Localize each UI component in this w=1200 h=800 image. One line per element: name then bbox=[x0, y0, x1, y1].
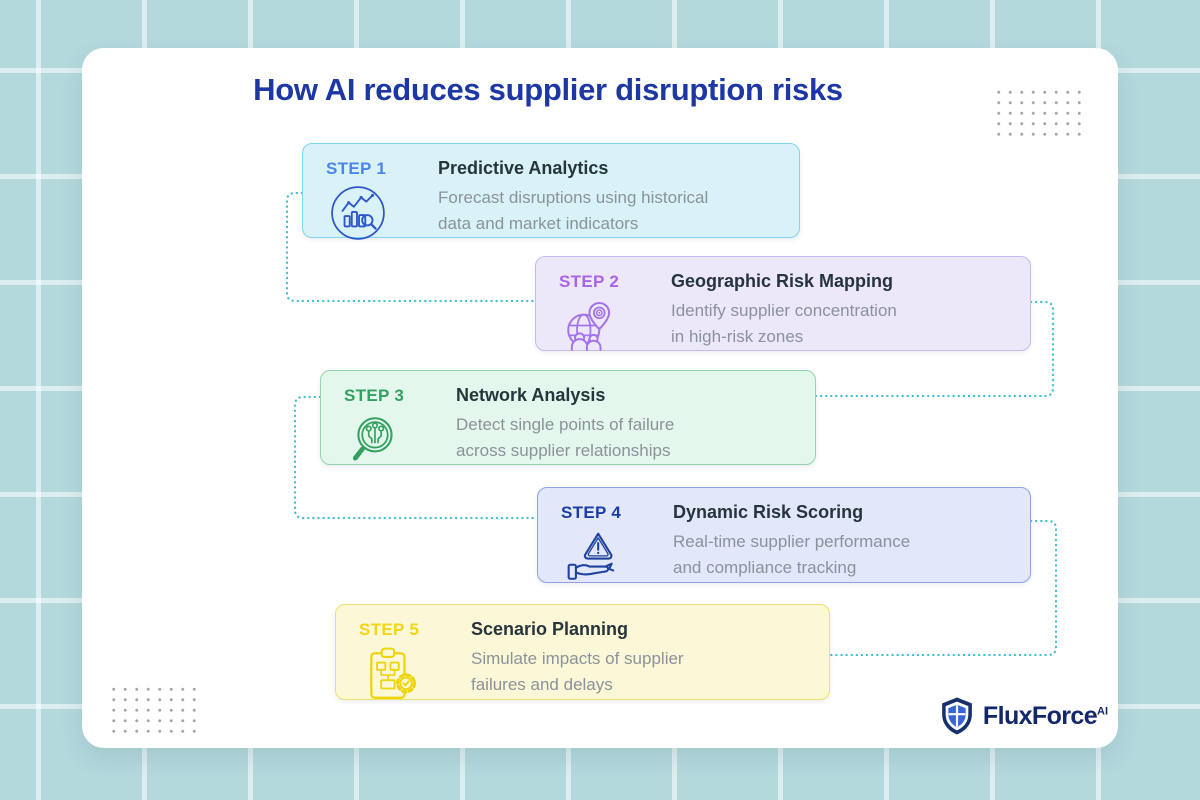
step-card-4: STEP 4 Dynamic Risk Scoring Real-time su… bbox=[537, 487, 1031, 583]
step-4-left-column: STEP 4 bbox=[561, 500, 666, 580]
clipboard-gear-icon bbox=[362, 645, 420, 703]
brand-logo: FluxForceAI bbox=[939, 696, 1108, 736]
step-4-description: Real-time supplier performance and compl… bbox=[673, 532, 911, 577]
step-3-title: Network Analysis bbox=[456, 385, 606, 405]
step-1-title: Predictive Analytics bbox=[438, 158, 609, 178]
step-3-content: Network Analysis Detect single points of… bbox=[449, 383, 797, 460]
step-1-description: Forecast disruptions using historical da… bbox=[438, 188, 709, 233]
step-1-content: Predictive Analytics Forecast disruption… bbox=[431, 156, 781, 233]
network-magnifier-icon bbox=[347, 411, 405, 469]
step-1-label: STEP 1 bbox=[326, 159, 387, 178]
step-5-title: Scenario Planning bbox=[471, 619, 629, 639]
step-2-description: Identify supplier concentration in high-… bbox=[671, 301, 897, 346]
step-card-3: STEP 3 Network Analysis Detect single po… bbox=[320, 370, 816, 465]
dot-grid-decoration-bottom-left bbox=[108, 684, 198, 736]
brand-superscript: AI bbox=[1097, 705, 1108, 718]
step-4-content: Dynamic Risk Scoring Real-time supplier … bbox=[666, 500, 1012, 577]
step-5-content: Scenario Planning Simulate impacts of su… bbox=[464, 617, 811, 694]
step-4-title: Dynamic Risk Scoring bbox=[673, 502, 864, 522]
hand-warning-triangle-icon bbox=[564, 528, 622, 586]
step-card-2: STEP 2 Geographic Ri bbox=[535, 256, 1031, 351]
step-3-label: STEP 3 bbox=[344, 386, 405, 405]
shield-icon bbox=[942, 697, 972, 735]
step-card-1: STEP 1 Predictive Analytics Forecast bbox=[302, 143, 800, 240]
step-card-5: STEP 5 Scenario Planning Simulate im bbox=[335, 604, 830, 700]
step-3-left-column: STEP 3 bbox=[344, 383, 449, 461]
step-5-description: Simulate impacts of supplier failures an… bbox=[471, 649, 684, 694]
infographic-panel: How AI reduces supplier disruption risks… bbox=[82, 48, 1118, 748]
step-2-left-column: STEP 2 bbox=[559, 269, 664, 351]
step-5-left-column: STEP 5 bbox=[359, 617, 464, 699]
step-2-title: Geographic Risk Mapping bbox=[671, 271, 894, 291]
step-2-label: STEP 2 bbox=[559, 272, 620, 291]
step-5-label: STEP 5 bbox=[359, 620, 420, 639]
page-title: How AI reduces supplier disruption risks bbox=[253, 72, 843, 107]
step-4-label: STEP 4 bbox=[561, 503, 622, 522]
chart-with-magnifier-icon bbox=[329, 184, 387, 242]
step-1-left-column: STEP 1 bbox=[326, 156, 431, 240]
dot-grid-decoration-top-right bbox=[993, 87, 1083, 139]
step-3-description: Detect single points of failure across s… bbox=[456, 415, 675, 460]
brand-name: FluxForceAI bbox=[982, 701, 1108, 730]
step-2-content: Geographic Risk Mapping Identify supplie… bbox=[664, 269, 1012, 346]
globe-location-pin-icon bbox=[562, 297, 620, 355]
